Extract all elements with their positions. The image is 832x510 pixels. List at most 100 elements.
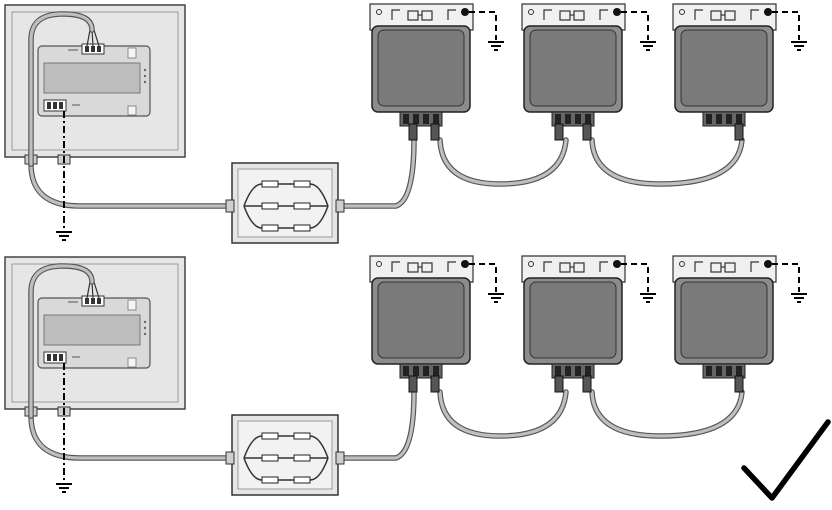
bracket-slot: [599, 261, 608, 272]
wire-connector: [293, 476, 311, 484]
connector-housing: [702, 111, 746, 127]
microinverter-2-2: [521, 255, 656, 379]
trunk-connector: [734, 123, 744, 141]
junction-box-2: [225, 414, 345, 496]
trunk-connector: [582, 375, 592, 393]
gateway-tab-1: [127, 299, 137, 311]
jb-conductor: [243, 457, 329, 481]
terminal-pin: [53, 354, 57, 361]
connector-pin: [706, 366, 712, 376]
bracket-slot: [750, 9, 759, 20]
connector-pin: [433, 114, 439, 124]
terminal-pin: [47, 354, 51, 361]
jb-gland-right: [335, 199, 345, 213]
ground-icon: [488, 41, 504, 51]
trunk-connector: [554, 123, 564, 141]
gateway-panel: [43, 314, 141, 346]
equipment-ground-wire: [772, 11, 800, 40]
enclosure-inner: [11, 263, 179, 403]
trunk-cable-2-3-core: [590, 138, 744, 186]
microinverter-2-1: [369, 255, 504, 379]
terminal-pin: [91, 46, 95, 52]
trunk-connector: [430, 375, 440, 393]
equipment-ground-wire: [772, 263, 800, 292]
connector-pin: [716, 366, 722, 376]
connector-pin: [585, 114, 591, 124]
terminal-wire: [86, 281, 91, 299]
jb-gland-left: [225, 199, 235, 213]
terminal-pin: [85, 298, 89, 304]
trunk-cable-to-inverter-edge: [341, 389, 417, 461]
wire-connector: [293, 180, 311, 188]
bracket-slot: [391, 9, 400, 20]
trunk-cable-1-2: [437, 137, 569, 187]
connector-pin: [585, 366, 591, 376]
trunk-cable-2-3-core: [590, 390, 744, 438]
checkmark-icon: [741, 419, 831, 501]
ac-cable-loop: [28, 11, 95, 167]
trunk-cable-1-2-core: [438, 138, 568, 186]
wire-connector: [293, 224, 311, 232]
gateway-tab-1: [127, 47, 137, 59]
trunk-cable-2-3: [589, 137, 745, 187]
ac-cable-loop: [28, 263, 95, 419]
equipment-ground-wire: [469, 263, 497, 292]
connector-pin: [433, 366, 439, 376]
ac-cable-loop-core: [29, 264, 94, 418]
gateway-led: [143, 332, 147, 336]
combiner-enclosure-1: [4, 4, 186, 241]
bracket-slot: [543, 261, 552, 272]
inverter-face: [377, 29, 465, 107]
ac-feed-cable-edge: [28, 413, 229, 461]
ac-feed-cable-edge: [28, 161, 229, 209]
microinverter-1-2: [521, 3, 656, 127]
system-row-1: [4, 3, 807, 244]
inverter-face: [529, 281, 617, 359]
bracket-hole: [528, 261, 534, 267]
connector-pin: [575, 114, 581, 124]
bracket-slot: [447, 9, 456, 20]
ground-icon: [56, 483, 72, 493]
gateway-led: [143, 320, 147, 324]
bracket-hole: [376, 9, 382, 15]
inverter-face: [680, 29, 768, 107]
connector-pin: [403, 366, 409, 376]
trunk-connector: [408, 375, 418, 393]
junction-box-1: [225, 162, 345, 244]
bracket-hole: [679, 9, 685, 15]
wire-connector: [293, 454, 311, 462]
ground-icon: [640, 293, 656, 303]
combiner-enclosure-2: [4, 256, 186, 493]
ground-icon: [640, 41, 656, 51]
ground-lug: [461, 8, 469, 16]
terminal-pin: [97, 298, 101, 304]
trunk-cable-to-inverter-core: [342, 390, 416, 460]
microinverter-1-1: [369, 3, 504, 127]
trunk-cable-1-2-edge: [437, 137, 569, 187]
trunk-connector: [430, 123, 440, 141]
bracket-hole: [376, 261, 382, 267]
connector-pin: [565, 366, 571, 376]
terminal-pin: [59, 354, 63, 361]
ac-feed-cable-core: [29, 414, 228, 460]
connector-pin: [565, 114, 571, 124]
wire-connector: [261, 202, 279, 210]
terminal-wire: [86, 29, 91, 47]
connector-pin: [706, 114, 712, 124]
junction-box-inner: [237, 420, 333, 490]
connector-housing: [399, 111, 443, 127]
terminal-wire: [93, 29, 100, 47]
microinverter-1-3: [672, 3, 807, 127]
bracket-hole: [679, 261, 685, 267]
connector-housing: [551, 111, 595, 127]
wire-connector: [261, 432, 279, 440]
inverter-face: [529, 29, 617, 107]
trunk-connector: [582, 123, 592, 141]
ground-lug: [461, 260, 469, 268]
connector-pin: [726, 114, 732, 124]
system-row-2: [4, 255, 807, 496]
terminal-pin: [91, 298, 95, 304]
connector-pin: [555, 366, 561, 376]
bracket-hole: [528, 9, 534, 15]
